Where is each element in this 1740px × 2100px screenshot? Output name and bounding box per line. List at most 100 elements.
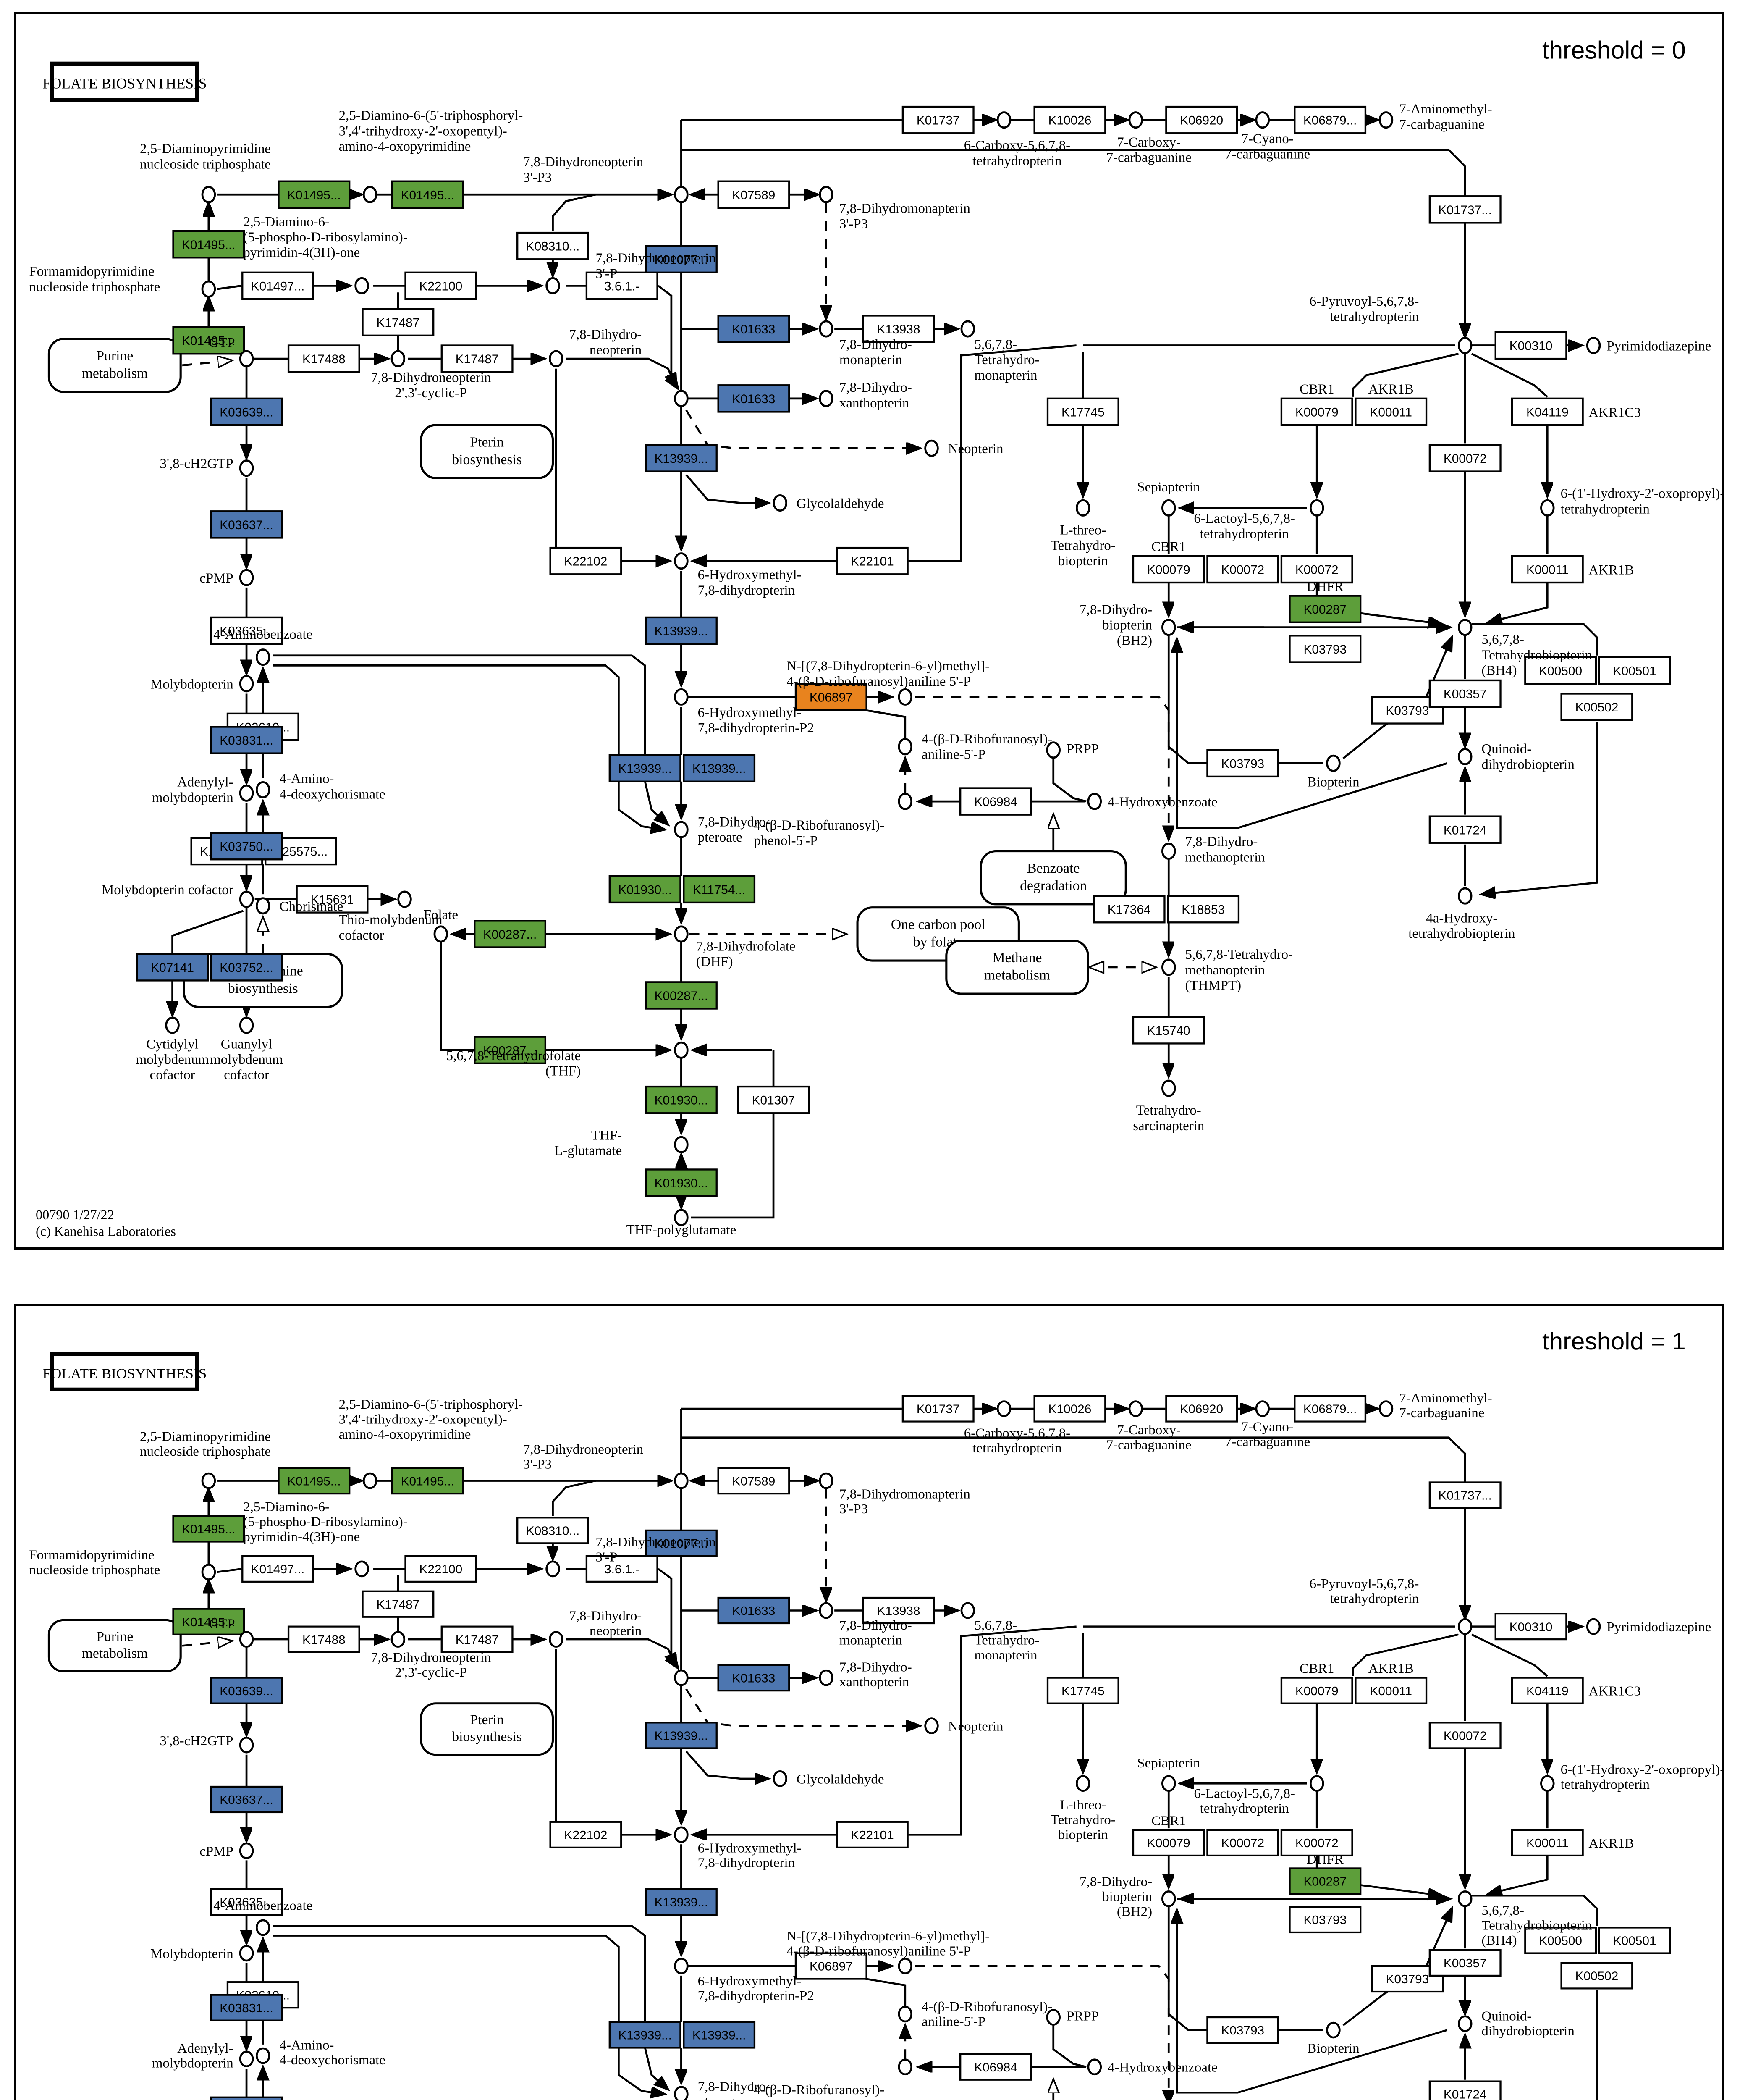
ko-box-K17487[interactable]: K17487	[440, 344, 514, 373]
compound-node-cbio[interactable]	[1326, 754, 1341, 772]
compound-node-c4ab[interactable]	[256, 648, 270, 666]
ko-box-K06920[interactable]: K06920	[1165, 105, 1238, 134]
compound-node-cmolyb[interactable]	[239, 675, 254, 693]
ko-box-K01633[interactable]: K01633	[717, 1596, 790, 1625]
compound-node-csep[interactable]	[1161, 499, 1176, 517]
compound-node-c6hyd[interactable]	[1540, 1775, 1555, 1792]
ko-box-K01633[interactable]: K01633	[717, 315, 790, 343]
ko-box-K00501[interactable]: K00501	[1598, 656, 1671, 685]
compound-node-cthm[interactable]	[960, 320, 975, 338]
compound-node-c2a[interactable]	[354, 1560, 369, 1578]
compound-node-cdm3[interactable]	[819, 186, 833, 203]
compound-node-cgly[interactable]	[773, 494, 787, 512]
ko-box-K22102[interactable]: K22102	[549, 1821, 622, 1848]
compound-node-top2[interactable]	[1128, 111, 1143, 129]
ko-box-K01497[interactable]: K01497...	[241, 271, 314, 300]
ko-box-K00079[interactable]: K00079	[1132, 1829, 1205, 1857]
ko-box-K00502[interactable]: K00502	[1560, 1962, 1633, 1990]
ko-box-K06879[interactable]: K06879...	[1294, 1395, 1367, 1423]
compound-node-cdhm[interactable]	[819, 1602, 833, 1619]
compound-node-cadeny[interactable]	[239, 784, 254, 802]
compound-node-criba[interactable]	[898, 738, 913, 756]
compound-node-cneo[interactable]	[924, 1717, 939, 1734]
ko-box-K00079[interactable]: K00079	[1280, 397, 1353, 426]
ko-box-K06984[interactable]: K06984	[959, 787, 1032, 816]
compound-node-cdm3[interactable]	[819, 1472, 833, 1489]
compound-node-ccpmp[interactable]	[239, 1842, 254, 1859]
ko-box-K22101[interactable]: K22101	[836, 546, 909, 575]
compound-node-j3p[interactable]	[545, 1560, 560, 1578]
ko-box-K10026[interactable]: K10026	[1033, 105, 1106, 134]
ko-box-K00287[interactable]: K00287...	[645, 981, 718, 1010]
ko-box-K17364[interactable]: K17364	[1093, 895, 1166, 924]
ko-box-K13939[interactable]: K13939...	[645, 1888, 718, 1916]
compound-node-top3[interactable]	[1255, 111, 1270, 129]
ko-box-K10026[interactable]: K10026	[1033, 1395, 1106, 1423]
compound-node-cam[interactable]	[1378, 1400, 1394, 1417]
ko-box-K22100[interactable]: K22100	[404, 271, 477, 300]
ko-box-K00502[interactable]: K00502	[1560, 693, 1633, 721]
compound-node-cfol[interactable]	[433, 925, 448, 943]
compound-node-cnrib[interactable]	[898, 688, 913, 706]
ko-box-K01077[interactable]: K01077...	[645, 245, 718, 273]
ko-box-K00287[interactable]: K00287	[1289, 595, 1362, 623]
ko-box-K01930[interactable]: K01930...	[645, 1168, 718, 1197]
compound-node-cfnt[interactable]	[201, 280, 216, 298]
ko-box-K17487[interactable]: K17487	[362, 1590, 435, 1618]
ko-box-K00072[interactable]: K00072	[1428, 444, 1502, 472]
ko-box-K03831[interactable]: K03831...	[210, 726, 283, 754]
compound-node-j9[interactable]	[1457, 1890, 1473, 1907]
ko-box-K01495[interactable]: K01495...	[172, 1515, 245, 1543]
ko-box-K00310[interactable]: K00310	[1494, 1613, 1567, 1641]
compound-node-cbh2[interactable]	[1161, 619, 1176, 636]
ko-box-K00287[interactable]: K00287	[1289, 1867, 1362, 1895]
compound-node-cthm[interactable]	[960, 1602, 975, 1619]
ko-box-K01633[interactable]: K01633	[717, 1664, 790, 1692]
compound-node-c4ah[interactable]	[1457, 887, 1473, 905]
ko-box-K22100[interactable]: K22100	[404, 1555, 477, 1583]
ko-box-K03635[interactable]: K03635...	[210, 616, 283, 645]
ko-box-K00011[interactable]: K00011	[1511, 555, 1584, 584]
ko-box-K13939[interactable]: K13939...	[608, 754, 681, 782]
compound-node-cpoly[interactable]	[674, 1209, 689, 1226]
compound-node-c3b[interactable]	[549, 1631, 563, 1648]
compound-node-cmoco[interactable]	[239, 890, 254, 908]
ko-box-K03793[interactable]: K03793	[1289, 635, 1362, 663]
ko-box-K03637[interactable]: K03637...	[210, 1785, 283, 1814]
ko-box-K00310[interactable]: K00310	[1494, 331, 1567, 360]
compound-node-j8[interactable]	[1457, 1618, 1473, 1635]
compound-node-cbh2[interactable]	[1161, 1890, 1176, 1907]
ko-box-K06879[interactable]: K06879...	[1294, 105, 1367, 134]
compound-node-cthmpt[interactable]	[1161, 958, 1176, 976]
ko-box-K13939[interactable]: K13939...	[645, 1722, 718, 1749]
compound-node-cadeny[interactable]	[239, 2050, 254, 2068]
compound-node-cneo[interactable]	[924, 439, 939, 457]
ko-box-K03793[interactable]: K03793	[1206, 2016, 1279, 2044]
compound-node-j3[interactable]	[674, 552, 689, 570]
ko-box-K01737[interactable]: K01737	[901, 1395, 975, 1423]
ko-box-K17488[interactable]: K17488	[287, 1625, 360, 1653]
compound-node-cch2[interactable]	[239, 459, 254, 477]
ko-box-K01495[interactable]: K01495...	[172, 326, 245, 355]
ko-box-K01495[interactable]: K01495...	[172, 230, 245, 259]
ko-box-K13939[interactable]: K13939...	[608, 2021, 681, 2049]
compound-node-cths[interactable]	[1161, 1079, 1176, 1097]
ko-box-K00501[interactable]: K00501	[1598, 1927, 1671, 1954]
ko-box-K03637[interactable]: K03637...	[210, 510, 283, 539]
compound-node-cgua[interactable]	[239, 1016, 254, 1034]
compound-node-top1[interactable]	[996, 1400, 1012, 1417]
compound-node-j3p[interactable]	[545, 277, 560, 294]
compound-node-cch2[interactable]	[239, 1736, 254, 1754]
compound-node-criba[interactable]	[898, 2006, 913, 2023]
compound-node-cquin[interactable]	[1457, 748, 1473, 766]
compound-node-cpyd[interactable]	[1586, 1618, 1601, 1635]
compound-node-j5[interactable]	[674, 821, 689, 838]
ko-box-K03635[interactable]: K03635...	[210, 1888, 283, 1916]
compound-node-top1[interactable]	[996, 111, 1012, 129]
ko-box-K01307[interactable]: K01307	[737, 1085, 810, 1114]
compound-node-cnrib[interactable]	[898, 1958, 913, 1974]
